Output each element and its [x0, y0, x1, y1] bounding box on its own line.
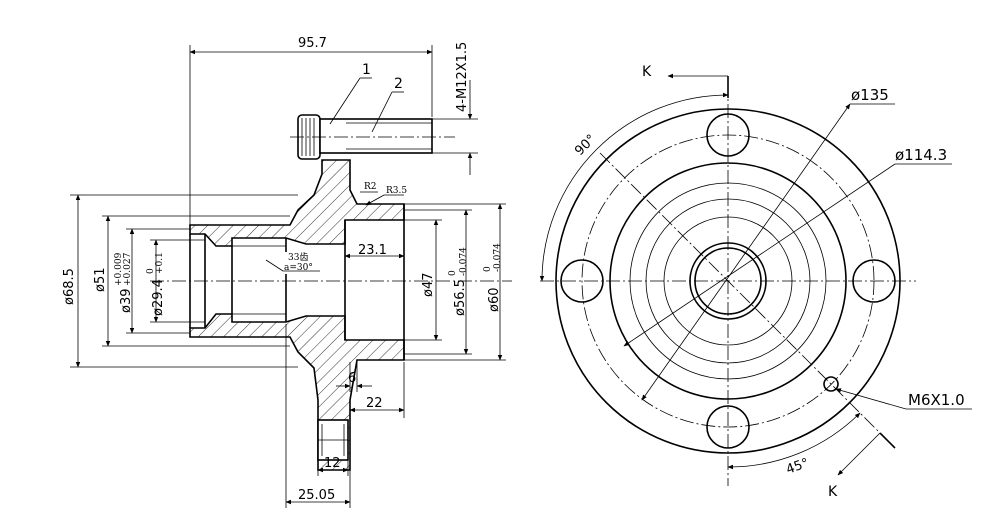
- dim-dia-68-5: ø68.5: [62, 268, 77, 305]
- dim-6: 6: [348, 371, 356, 386]
- dim-dia-29-4-tol-upper: 0: [146, 268, 156, 274]
- dim-dia-60-tol-upper: 0: [483, 266, 493, 272]
- radius-r35: R3.5: [386, 186, 407, 196]
- wheel-stud: [297, 114, 433, 160]
- dim-22: 22: [366, 396, 383, 411]
- angle-90: 90°: [572, 132, 599, 159]
- dim-12: 12: [324, 456, 341, 471]
- dim-dia-60-tol-lower: -0.074: [493, 243, 503, 272]
- dim-dia-51: ø51: [93, 268, 108, 293]
- hub-section-lower: [189, 313, 405, 471]
- dim-dia-29-4: ø29.4: [151, 279, 166, 316]
- spline-angle: a=30°: [284, 263, 313, 273]
- radius-r2: R2: [364, 182, 377, 192]
- dim-dia-39-tol-lower: +0.027: [123, 252, 133, 286]
- dim-dia-29-4-tol-lower: +0.1: [155, 252, 165, 274]
- dim-overall-length: 95.7: [298, 36, 327, 51]
- dim-bore-depth: 23.1: [358, 243, 387, 258]
- dim-dia-56-5: ø56.5: [453, 279, 468, 316]
- dim-dia-39: ø39: [119, 289, 134, 314]
- dim-stud-thread: 4-M12X1.5: [455, 42, 470, 112]
- dim-dia-56-5-tol-lower: -0.074: [459, 247, 469, 276]
- hub-section-upper: [189, 159, 405, 247]
- callout-2: 2: [394, 76, 403, 92]
- spline-teeth: 33齿: [288, 252, 308, 263]
- dim-dia-114-3: ø114.3: [895, 146, 947, 164]
- dim-dia-135: ø135: [851, 86, 889, 104]
- angle-45: 45°: [784, 456, 811, 478]
- dim-25-05: 25.05: [298, 488, 335, 503]
- callout-1: 1: [362, 62, 371, 78]
- dim-dia-56-5-tol-upper: 0: [448, 270, 458, 276]
- diagonal-centerline: [599, 152, 881, 434]
- section-view: 95.7 4-M12X1.5 1 2 R2 R3.5 33齿 a=30° 23.…: [62, 36, 512, 508]
- section-mark-top: K: [642, 64, 652, 80]
- dim-dia-47: ø47: [421, 273, 436, 298]
- front-view: K K ø135 ø114.3 90° 45° M6X1.0: [539, 64, 972, 500]
- dim-dia-60: ø60: [487, 288, 502, 313]
- section-mark-bottom: K: [828, 484, 838, 500]
- dim-dia-39-tol-upper: +0.009: [114, 252, 124, 286]
- thread-hole-label: M6X1.0: [908, 391, 965, 409]
- lower-stud: [317, 419, 349, 461]
